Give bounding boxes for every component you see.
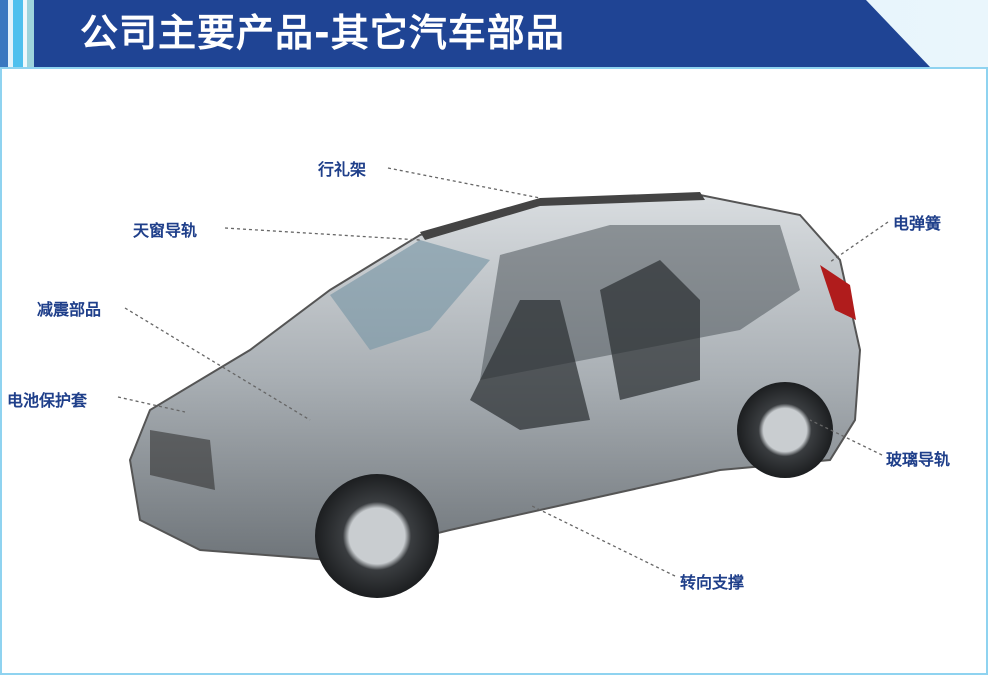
rear-wheel xyxy=(737,382,833,478)
header-stripe xyxy=(23,0,27,67)
label-sunroof-rail: 天窗导轨 xyxy=(133,221,198,240)
header-stripe xyxy=(27,0,34,67)
page-title: 公司主要产品-其它汽车部品 xyxy=(80,11,565,55)
header-stripe xyxy=(8,0,13,67)
label-glass-rail: 玻璃导轨 xyxy=(886,450,951,469)
label-roof-rack: 行礼架 xyxy=(318,160,367,179)
label-battery-cover: 电池保护套 xyxy=(7,391,88,410)
car-body xyxy=(128,192,862,562)
label-gas-spring: 电弹簧 xyxy=(893,214,942,233)
header-stripe xyxy=(13,0,23,67)
header-stripe xyxy=(0,0,8,67)
title-banner xyxy=(34,0,930,67)
front-wheel xyxy=(315,474,439,598)
label-steering-support: 转向支撑 xyxy=(680,573,745,592)
label-shock-parts: 减震部品 xyxy=(37,300,102,319)
header: 公司主要产品-其它汽车部品 xyxy=(0,0,988,67)
leader-lines xyxy=(117,167,889,577)
